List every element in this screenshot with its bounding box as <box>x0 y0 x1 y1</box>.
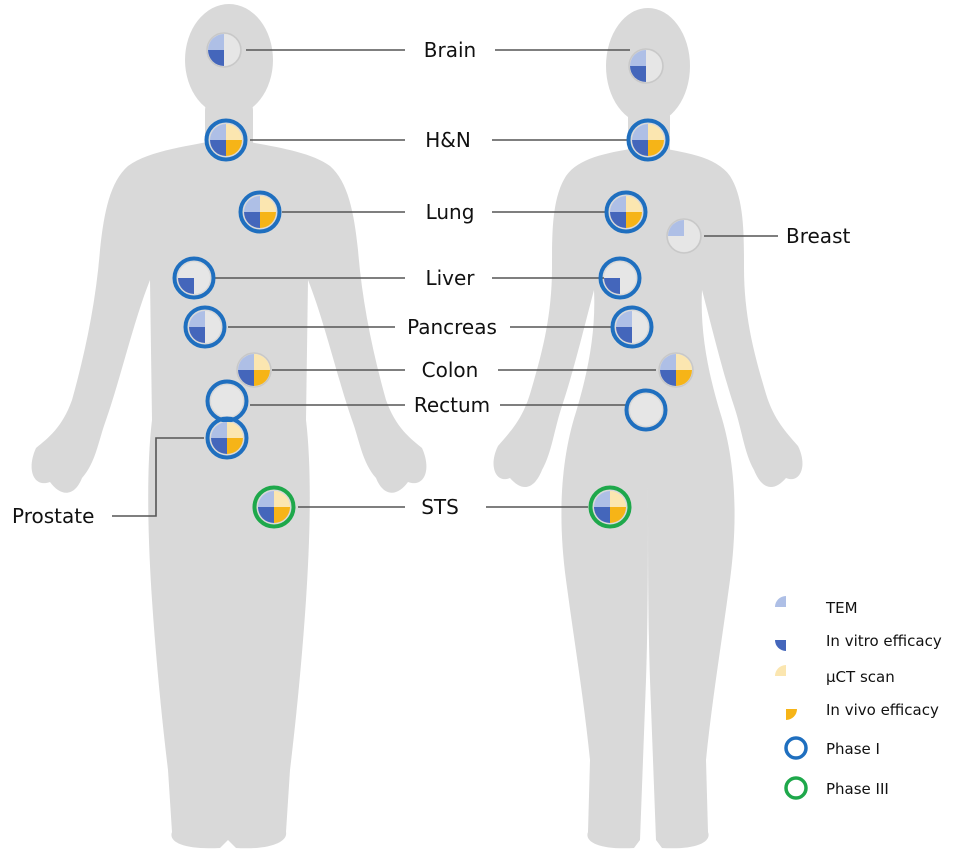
legend-swatch-in-vivo <box>786 709 797 720</box>
marker-base <box>630 394 662 426</box>
uct-quadrant-icon <box>775 665 786 676</box>
label-colon: Colon <box>422 358 479 382</box>
marker-female-liver <box>601 259 640 298</box>
marker-female-colon <box>659 353 693 387</box>
marker-female-hn <box>629 121 668 160</box>
legend-label-phase-1: Phase I <box>826 740 880 758</box>
legend: TEM In vitro efficacy µCT scan In vivo e… <box>775 596 942 798</box>
legend-swatch-phase-3 <box>786 778 806 798</box>
label-breast: Breast <box>786 224 850 248</box>
legend-item-uct: µCT scan <box>775 665 895 686</box>
legend-label-in-vivo: In vivo efficacy <box>826 701 939 719</box>
marker-male-prostate <box>208 419 247 458</box>
legend-item-in-vitro: In vitro efficacy <box>775 632 942 651</box>
label-sts: STS <box>421 495 459 519</box>
marker-female-lung <box>607 193 646 232</box>
legend-swatch-in-vitro <box>775 640 786 651</box>
label-hn: H&N <box>425 128 471 152</box>
label-rectum: Rectum <box>414 393 490 417</box>
legend-item-phase-1: Phase I <box>786 738 880 758</box>
marker-male-pancreas <box>186 308 225 347</box>
label-pancreas: Pancreas <box>407 315 497 339</box>
label-lung: Lung <box>426 200 475 224</box>
legend-swatch-uct <box>775 665 786 676</box>
tem-quadrant-icon <box>775 596 786 607</box>
marker-male-liver <box>175 259 214 298</box>
label-liver: Liver <box>425 266 475 290</box>
legend-label-phase-3: Phase III <box>826 780 889 798</box>
marker-male-sts <box>255 488 294 527</box>
marker-female-rectum <box>627 391 666 430</box>
marker-female-brain <box>629 49 663 83</box>
marker-male-colon <box>237 353 271 387</box>
legend-label-uct: µCT scan <box>826 668 895 686</box>
marker-female-sts <box>591 488 630 527</box>
legend-label-tem: TEM <box>825 599 858 617</box>
legend-swatch-tem <box>775 596 786 607</box>
marker-female-pancreas <box>613 308 652 347</box>
marker-female-breast <box>667 219 701 253</box>
legend-label-in-vitro: In vitro efficacy <box>826 632 942 650</box>
legend-swatch-phase-1 <box>786 738 806 758</box>
label-prostate: Prostate <box>12 504 94 528</box>
marker-male-brain <box>207 33 241 67</box>
marker-male-lung <box>241 193 280 232</box>
marker-male-rectum <box>208 382 247 421</box>
phase-3-ring-icon <box>786 778 806 798</box>
legend-item-phase-3: Phase III <box>786 778 889 798</box>
label-brain: Brain <box>424 38 476 62</box>
legend-item-tem: TEM <box>775 596 858 617</box>
marker-base <box>211 385 243 417</box>
legend-item-in-vivo: In vivo efficacy <box>786 701 939 720</box>
in-vivo-quadrant-icon <box>786 709 797 720</box>
in-vitro-quadrant-icon <box>775 640 786 651</box>
phase-1-ring-icon <box>786 738 806 758</box>
marker-male-hn <box>207 121 246 160</box>
